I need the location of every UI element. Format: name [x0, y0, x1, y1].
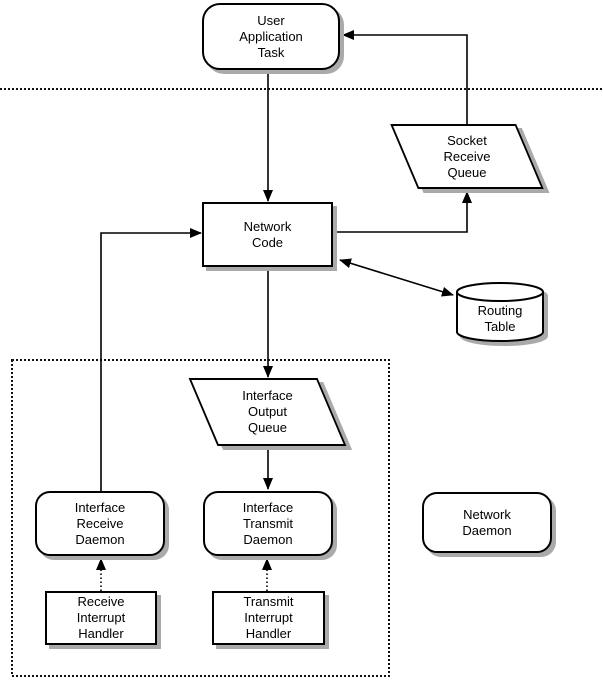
node-network-daemon-label: Network Daemon: [462, 506, 512, 538]
routing-table-cylinder-shape: [456, 282, 544, 342]
node-network-code-label: Network Code: [243, 218, 292, 250]
edge-socketqueue-to-userapp: [342, 30, 468, 124]
node-interface-receive-daemon-label: Interface Receive Daemon: [74, 499, 126, 547]
node-receive-interrupt-handler-label: Receive Interrupt Handler: [76, 594, 126, 641]
node-user-application-task-label: User Application Task: [239, 12, 303, 60]
node-transmit-interrupt-handler-label: Transmit Interrupt Handler: [243, 594, 294, 641]
node-interface-transmit-daemon: Interface Transmit Daemon: [203, 491, 333, 556]
edge-networkcode-routingtable: [339, 258, 454, 297]
node-socket-receive-queue: Socket Receive Queue: [390, 124, 544, 189]
node-user-application-task: User Application Task: [202, 3, 340, 70]
edge-networkcode-to-socketqueue: [333, 191, 472, 233]
edge-receivedaemon-to-networkcode: [100, 228, 202, 491]
node-socket-receive-queue-label: Socket Receive Queue: [443, 132, 491, 180]
node-interface-receive-daemon: Interface Receive Daemon: [35, 491, 165, 556]
node-transmit-interrupt-handler: Transmit Interrupt Handler: [212, 591, 325, 645]
node-interface-transmit-daemon-label: Interface Transmit Daemon: [242, 499, 294, 547]
driver-boundary-box: [11, 359, 390, 677]
node-receive-interrupt-handler: Receive Interrupt Handler: [45, 591, 157, 645]
node-interface-output-queue-label: Interface Output Queue: [242, 388, 293, 435]
node-routing-table-label: Routing Table: [477, 302, 523, 334]
node-interface-output-queue: Interface Output Queue: [188, 378, 347, 446]
node-routing-table: Routing Table: [455, 282, 545, 343]
node-network-daemon: Network Daemon: [422, 492, 552, 553]
node-network-code: Network Code: [202, 202, 333, 267]
